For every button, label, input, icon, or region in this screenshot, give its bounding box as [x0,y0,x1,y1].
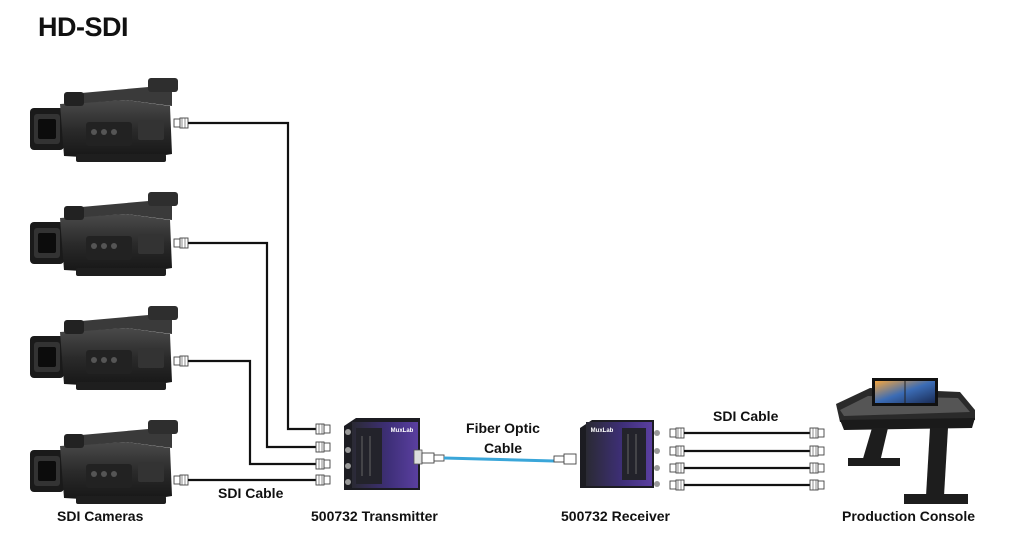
camera-4 [30,420,178,504]
console-connector-1 [809,427,825,439]
camera-3 [30,306,178,390]
sdi-cable-2 [188,241,316,449]
sdi-cable-3 [188,359,316,466]
page-title: HD-SDI [38,12,129,42]
transmitter-label: 500732 Transmitter [311,508,438,524]
camera-connector-2 [173,237,189,249]
tx-connector-4 [315,474,331,486]
tx-connector-2 [315,441,331,453]
sdi-cables-right [684,431,810,487]
camera-2 [30,192,178,276]
camera-connector-1 [173,117,189,129]
rx-connector-1 [669,427,685,439]
tx-connector-3 [315,458,331,470]
receiver-brand: MuxLab [591,428,614,434]
camera-connector-3 [173,355,189,367]
cameras-label: SDI Cameras [57,508,144,524]
tx-connector-1 [315,423,331,435]
console-connector-4 [809,479,825,491]
fiber-optic-label-line1: Fiber Optic [466,420,540,436]
receiver-label: 500732 Receiver [561,508,670,524]
camera-connector-4 [173,474,189,486]
receiver-device: MuxLab [580,420,660,488]
transmitter-device: MuxLab [344,418,423,490]
camera-1 [30,78,178,162]
sdi-cable-label-left: SDI Cable [218,485,284,501]
fiber-optic-cable [421,452,577,465]
fiber-optic-label: Fiber Optic Cable [455,418,551,458]
console-connector-2 [809,445,825,457]
production-console [836,378,975,504]
console-label: Production Console [842,508,975,524]
rx-connector-2 [669,445,685,457]
console-connector-3 [809,462,825,474]
fiber-optic-label-line2: Cable [483,440,523,456]
sdi-cable-1 [188,121,316,431]
sdi-cable-label-right: SDI Cable [713,408,779,424]
rx-connector-4 [669,479,685,491]
rx-connector-3 [669,462,685,474]
sdi-cables-left [188,121,316,482]
transmitter-brand: MuxLab [391,428,414,434]
